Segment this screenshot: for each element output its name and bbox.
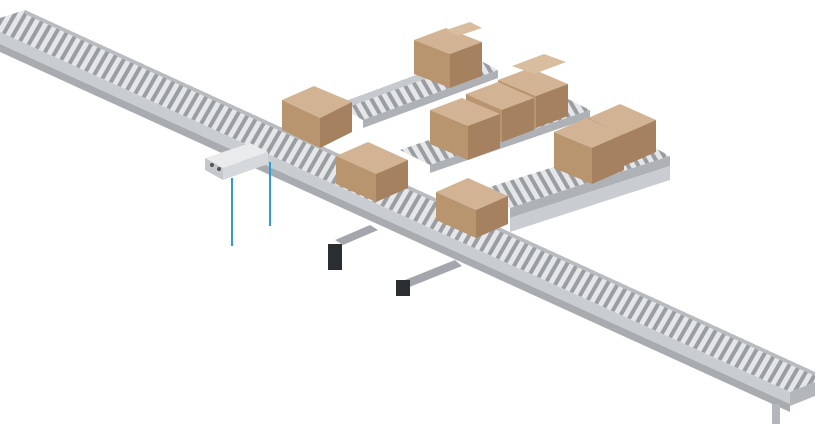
- box-7: [430, 98, 500, 160]
- box-4: [414, 28, 482, 88]
- box-9: [554, 118, 624, 184]
- pusher-actuator-1: [328, 225, 378, 270]
- motor-drive-icon: [328, 244, 342, 270]
- pusher-actuator-2: [396, 260, 462, 296]
- box-1: [282, 86, 352, 148]
- photo-sensor-module: [205, 143, 271, 246]
- box-11: [446, 22, 482, 36]
- box-3: [436, 178, 508, 238]
- box-2: [336, 142, 408, 202]
- box-10: [512, 54, 566, 74]
- main-roller-conveyor: [0, 10, 815, 424]
